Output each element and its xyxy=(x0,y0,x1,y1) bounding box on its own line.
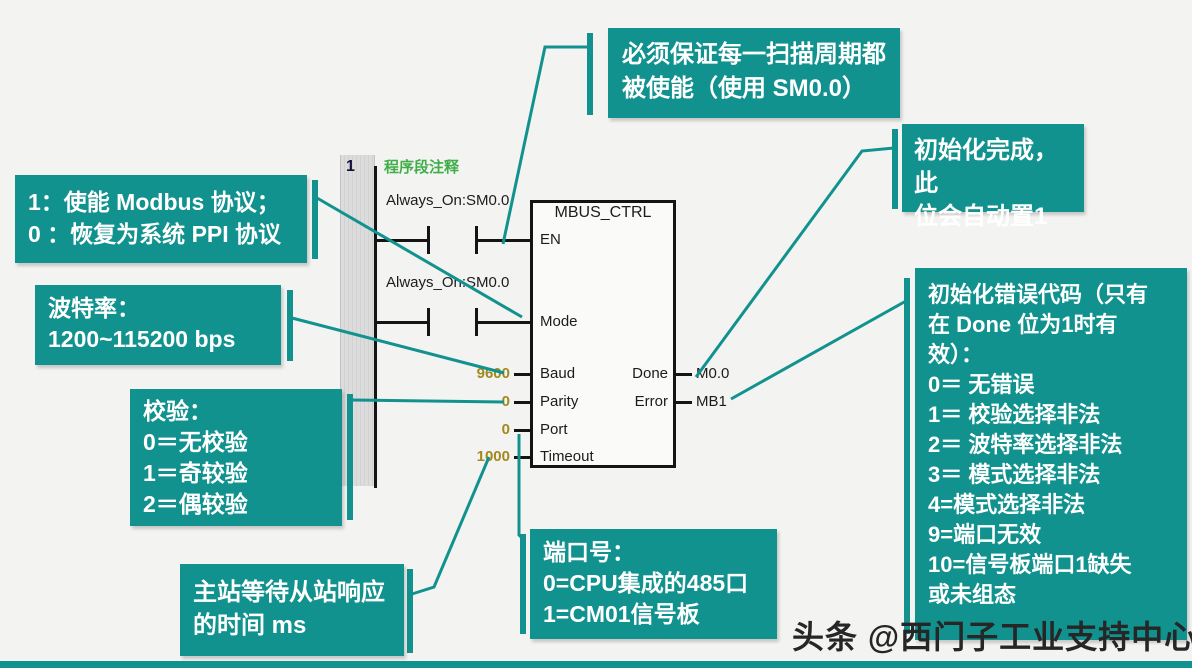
pin-addr-done: M0.0 xyxy=(696,365,730,382)
callout-scan-cycle-text: 必须保证每一扫描周期都 被使能（使用 SM0.0） xyxy=(622,41,886,102)
callout-parity: 校验： 0＝无校验 1＝奇较验 2＝偶较验 xyxy=(130,389,342,526)
pin-label-en: EN xyxy=(540,231,561,248)
pin-addr-error: MB1 xyxy=(696,393,727,410)
pin-stub-done xyxy=(676,373,692,376)
callout-port: 端口号： 0=CPU集成的485口 1=CM01信号板 xyxy=(530,529,777,639)
pin-label-baud: Baud xyxy=(540,365,576,382)
callout-baud: 波特率： 1200~115200 bps xyxy=(35,285,281,365)
callout-timeout: 主站等待从站响应 的时间 ms xyxy=(180,564,404,656)
callout-bar-init-done xyxy=(892,129,898,209)
callout-bar-timeout xyxy=(407,569,413,653)
connector-timeout xyxy=(411,456,491,596)
pin-value-timeout: 1000 xyxy=(476,448,510,465)
rung1-wire-left xyxy=(375,239,427,242)
callout-scan-cycle: 必须保证每一扫描周期都 被使能（使用 SM0.0） xyxy=(608,28,900,118)
network-comment: 程序段注释 xyxy=(384,159,460,176)
callout-error-text: 初始化错误代码（只有 在 Done 位为1时有 效）： 0＝ 无错误 1＝ 校验… xyxy=(928,282,1149,607)
mbus-ctrl-block xyxy=(530,200,676,468)
power-rail xyxy=(374,166,377,488)
callout-bar-error xyxy=(904,278,910,634)
callout-timeout-text: 主站等待从站响应 的时间 ms xyxy=(193,579,385,639)
callout-init-done: 初始化完成，此 位会自动置1 xyxy=(902,124,1084,230)
connector-init-done xyxy=(694,146,895,378)
block-title: MBUS_CTRL xyxy=(554,204,652,221)
pin-stub-parity xyxy=(514,401,530,404)
pin-label-done: Done xyxy=(632,365,668,382)
callout-bar-scan-cycle xyxy=(587,33,593,115)
contact-label-rung2: Always_On:SM0.0 xyxy=(386,274,510,291)
callout-bar-baud xyxy=(287,290,293,361)
connector-error xyxy=(730,299,907,401)
callout-bar-parity xyxy=(347,394,353,520)
rung2-wire-right xyxy=(478,321,532,324)
callout-error: 初始化错误代码（只有 在 Done 位为1时有 效）： 0＝ 无错误 1＝ 校验… xyxy=(915,268,1187,640)
connector-port xyxy=(517,434,526,542)
pin-value-baud: 9600 xyxy=(476,365,510,382)
callout-init-done-text: 初始化完成，此 位会自动置1 xyxy=(914,137,1058,230)
callout-mode: 1：使能 Modbus 协议； 0 ：恢复为系统 PPI 协议 xyxy=(15,175,307,263)
pin-label-mode: Mode xyxy=(540,313,578,330)
callout-baud-text: 波特率： 1200~115200 bps xyxy=(48,295,236,352)
rung2-wire-left xyxy=(375,321,427,324)
callout-port-text: 端口号： 0=CPU集成的485口 1=CM01信号板 xyxy=(543,539,749,627)
network-number: 1 xyxy=(346,158,355,175)
pin-value-parity: 0 xyxy=(501,393,510,410)
pin-label-port: Port xyxy=(540,421,568,438)
pin-stub-error xyxy=(676,401,692,404)
callout-parity-text: 校验： 0＝无校验 1＝奇较验 2＝偶较验 xyxy=(143,398,248,517)
contact-label-rung1: Always_On:SM0.0 xyxy=(386,192,510,209)
contact-rung1-bar-left xyxy=(427,226,430,254)
callout-bar-port xyxy=(520,534,526,634)
pin-stub-port xyxy=(514,429,530,432)
bottom-accent-bar xyxy=(0,661,1192,668)
pin-label-timeout: Timeout xyxy=(540,448,594,465)
pin-label-parity: Parity xyxy=(540,393,579,410)
callout-bar-mode xyxy=(312,180,318,259)
contact-rung2-bar-left xyxy=(427,308,430,336)
pin-stub-baud xyxy=(514,373,530,376)
pin-value-port: 0 xyxy=(501,421,510,438)
watermark-text: 头条 @西门子工业支持中心 xyxy=(792,619,1192,655)
network-margin-strip xyxy=(340,155,375,486)
pin-stub-timeout xyxy=(514,456,530,459)
callout-mode-text: 1：使能 Modbus 协议； 0 ：恢复为系统 PPI 协议 xyxy=(28,189,282,247)
rung1-wire-right xyxy=(478,239,532,242)
pin-label-error: Error xyxy=(634,393,668,410)
